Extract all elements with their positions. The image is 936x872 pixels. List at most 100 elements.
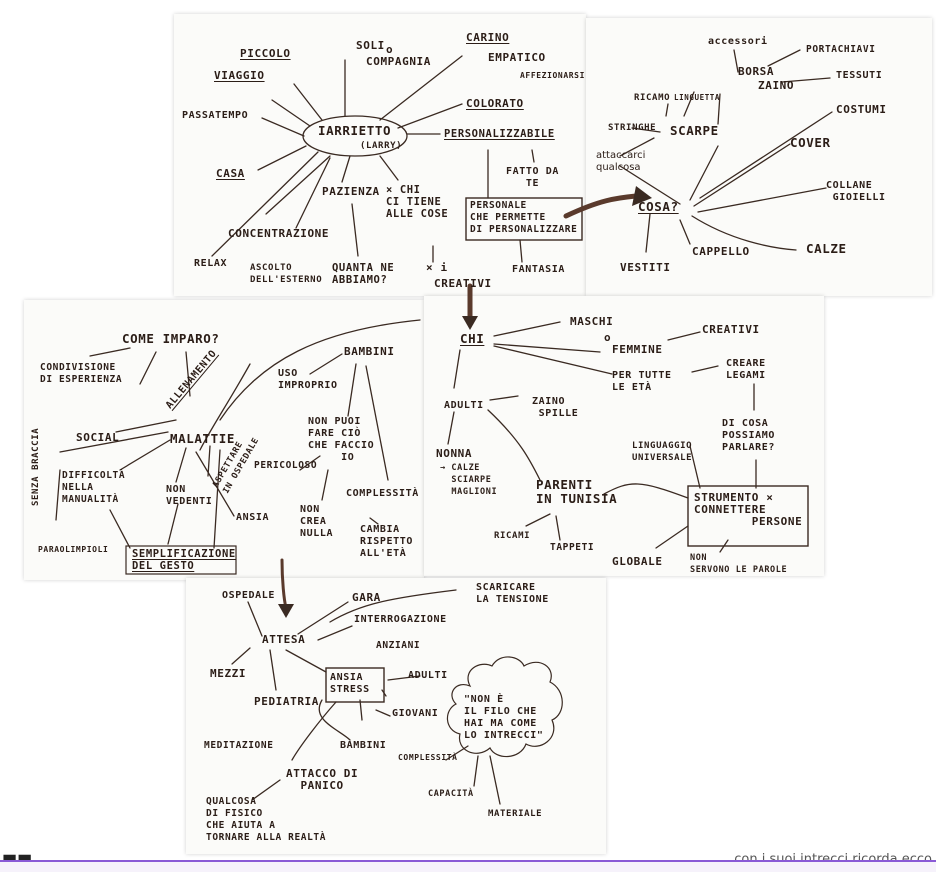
label-interrogazione: INTERROGAZIONE [354, 614, 447, 625]
sheet-middle-right [424, 296, 824, 576]
label-chi: CHI [460, 331, 485, 346]
label-linguaggio: LINGUAGGIO UNIVERSALE [632, 441, 693, 463]
label-materiale: MATERIALE [488, 809, 543, 819]
label-social: SOCIAL [76, 431, 120, 444]
label-attaccarci: attaccarci qualcosa [596, 150, 646, 173]
label-senza-braccia: SENZA BRACCIA [31, 427, 41, 506]
label-meditazione: MEDITAZIONE [204, 740, 274, 751]
label-come-imparo: COME IMPARO? [122, 331, 220, 346]
label-pediatria: PEDIATRIA [254, 695, 320, 708]
label-affezionarsi: AFFEZIONARSI [520, 71, 585, 80]
label-di-cosa: DI COSA POSSIAMO PARLARE? [722, 418, 775, 453]
label-strumento: STRUMENTO × CONNETTERE PERSONE [694, 491, 803, 528]
label-maschi: MASCHI [570, 315, 614, 328]
label-vestiti: VESTITI [620, 261, 671, 274]
label-difficolta: DIFFICOLTÀ NELLA MANUALITÀ [62, 470, 126, 505]
label-ascolto: ASCOLTO DELL'ESTERNO [250, 263, 323, 285]
label-ansia-stress: ANSIA STRESS [330, 672, 370, 695]
label-paraolimpioli: PARAOLIMPIOLI [38, 545, 109, 554]
label-iarrietto: IARRIETTO [318, 123, 392, 138]
sheet-top-left [174, 14, 586, 296]
label-x-chi: × CHI CI TIENE ALLE COSE [386, 184, 449, 220]
label-calze-nonna: → CALZE SCIARPE MAGLIONI [440, 463, 498, 497]
label-compagnia: COMPAGNIA [366, 55, 432, 68]
label-complessita2: COMPLESSITÀ [398, 753, 458, 762]
label-scaricare: SCARICARE LA TENSIONE [476, 582, 549, 605]
label-borsa: BORSA [738, 65, 775, 78]
label-carino: CARINO [466, 31, 510, 44]
label-cosa: COSA? [638, 199, 679, 214]
label-scarpe: SCARPE [670, 123, 719, 138]
label-portachiavi: PORTACHIAVI [806, 44, 876, 55]
label-ricamo: RICAMO [634, 93, 671, 103]
label-stringhe: STRINGHE [608, 123, 657, 133]
label-non-crea: NON CREA NULLA [300, 504, 334, 539]
label-attesa: ATTESA [262, 633, 306, 646]
label-o2: o [604, 331, 612, 344]
label-semplificazione: SEMPLIFICAZIONE DEL GESTO [132, 548, 236, 572]
label-creare: CREARE LEGAMI [726, 358, 766, 381]
label-qualcosa: QUALCOSA DI FISICO CHE AIUTA A TORNARE A… [206, 796, 327, 843]
label-nonna: NONNA [436, 447, 473, 460]
label-attacco: ATTACCO DI PANICO [286, 767, 359, 792]
label-quanta: QUANTA NE ABBIAMO? [332, 262, 395, 286]
label-accessori: accessori [708, 36, 768, 47]
label-bambini: BAMBINI [344, 345, 395, 358]
label-condivisione: CONDIVISIONE DI ESPERIENZA [40, 362, 123, 385]
label-collane: COLLANE GIOIELLI [826, 180, 886, 203]
label-colorato: COLORATO [466, 97, 524, 110]
label-malattie: MALATTIE [170, 431, 236, 446]
label-non-servono: NON SERVONO LE PAROLE [690, 553, 788, 575]
label-ospedale: OSPEDALE [222, 590, 275, 601]
label-anziani: ANZIANI [376, 640, 421, 651]
label-cappello: CAPPELLO [692, 245, 750, 258]
label-personale: PERSONALE CHE PERMETTE DI PERSONALIZZARE [470, 200, 578, 235]
label-tappeti: TAPPETI [550, 542, 595, 553]
label-o: o [386, 43, 394, 56]
label-bambini2: BAMBINI [340, 740, 387, 751]
label-concentrazione: CONCENTRAZIONE [228, 227, 330, 240]
label-creativi-top: CREATIVI [434, 277, 492, 290]
footer-bar [0, 860, 936, 872]
label-adulti: ADULTI [444, 400, 484, 411]
label-pericoloso: PERICOLOSO [254, 460, 318, 471]
label-complessita: COMPLESSITÀ [346, 488, 419, 499]
label-femmine: FEMMINE [612, 343, 663, 356]
label-casa: CASA [216, 167, 245, 180]
sheet-bottom [186, 578, 606, 854]
label-non-puoi: NON PUOI FARE CIÒ CHE FACCIO IO [308, 416, 375, 463]
label-parenti: PARENTI IN TUNISIA [536, 477, 618, 506]
label-zaino: ZAINO [758, 79, 795, 92]
label-creativi-right: CREATIVI [702, 323, 760, 336]
label-relax: RELAX [194, 258, 228, 269]
label-fatto-da-te: FATTO DA TE [506, 166, 559, 189]
label-mezzi: MEZZI [210, 667, 247, 680]
label-piccolo: PICCOLO [240, 47, 291, 60]
label-empatico: EMPATICO [488, 51, 546, 64]
label-globale: GLOBALE [612, 555, 663, 568]
label-capacita: CAPACITÀ [428, 789, 474, 799]
sheet-middle-left [24, 300, 424, 580]
label-adulti2: ADULTI [408, 670, 448, 681]
label-linguetta: LINGUETTA [674, 93, 721, 102]
label-tessuti: TESSUTI [836, 70, 883, 81]
label-passatempo: PASSATEMPO [182, 110, 249, 121]
label-pazienza: PAZIENZA [322, 185, 380, 198]
label-x-i: × i [426, 261, 448, 274]
label-viaggio: VIAGGIO [214, 69, 265, 82]
label-non-vedenti: NON VEDENTI [166, 484, 213, 507]
label-costumi: COSTUMI [836, 103, 887, 116]
label-cambia: CAMBIA RISPETTO ALL'ETÀ [360, 524, 413, 559]
label-per-tutte: PER TUTTE LE ETÀ [612, 370, 672, 393]
label-soli: SOLI [356, 39, 385, 52]
sheet-top-right [586, 18, 932, 296]
label-uso: USO IMPROPRIO [278, 368, 338, 391]
label-calze-right: CALZE [806, 241, 847, 256]
label-ricami: RICAMI [494, 531, 531, 541]
label-fantasia: FANTASIA [512, 264, 565, 275]
label-giovani: GIOVANI [392, 708, 439, 719]
label-gara: GARA [352, 591, 381, 604]
label-larry: (LARRY) [360, 141, 403, 151]
